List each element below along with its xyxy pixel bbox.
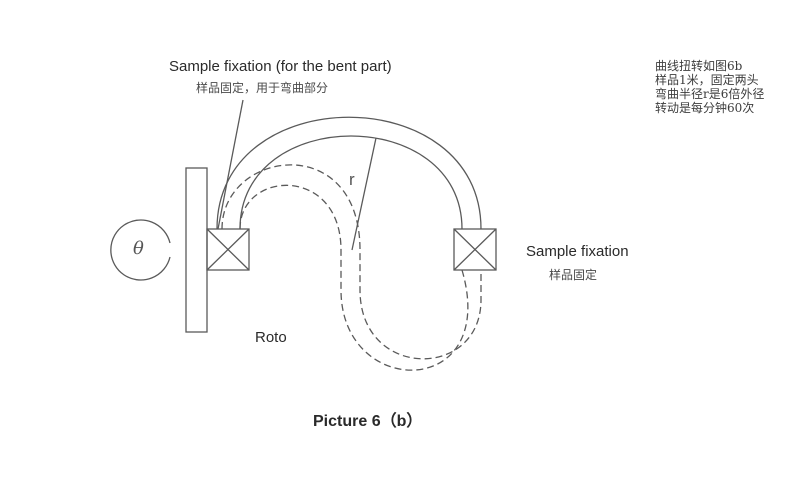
- sample-arch-inner: [239, 135, 463, 230]
- note-line: 转动是每分钟60次: [655, 101, 755, 115]
- rotation-angle-icon: [110, 219, 171, 281]
- sample-s-curve-inner: [239, 184, 469, 371]
- test-notes: 曲线扭转如图6b 样品1米，固定两头 弯曲半径r是6倍外径 转动是每分钟60次: [655, 59, 764, 115]
- radius-symbol: r: [349, 170, 355, 189]
- note-line: 样品1米，固定两头: [655, 73, 759, 87]
- rotor-label: Roto: [255, 329, 287, 346]
- end-fixation-label-zh: 样品固定: [549, 268, 598, 282]
- note-line: 曲线扭转如图6b: [655, 59, 743, 73]
- bent-fixation-label-zh: 样品固定，用于弯曲部分: [196, 81, 329, 95]
- label-leader-line: [217, 99, 244, 230]
- sample-s-curve-outer: [221, 164, 482, 360]
- bent-fixation-label: Sample fixation (for the bent part): [169, 58, 392, 75]
- angle-symbol: θ: [133, 238, 144, 259]
- left-fixation-clamp: [206, 228, 250, 271]
- note-line: 弯曲半径r是6倍外径: [655, 87, 765, 101]
- sample-arch-outer: [216, 116, 482, 230]
- rotor-plate: [185, 167, 208, 333]
- right-fixation-clamp: [453, 228, 497, 271]
- bend-radius-line: [351, 137, 377, 251]
- end-fixation-label: Sample fixation: [526, 243, 629, 260]
- figure-caption: Picture 6（b）: [313, 413, 423, 430]
